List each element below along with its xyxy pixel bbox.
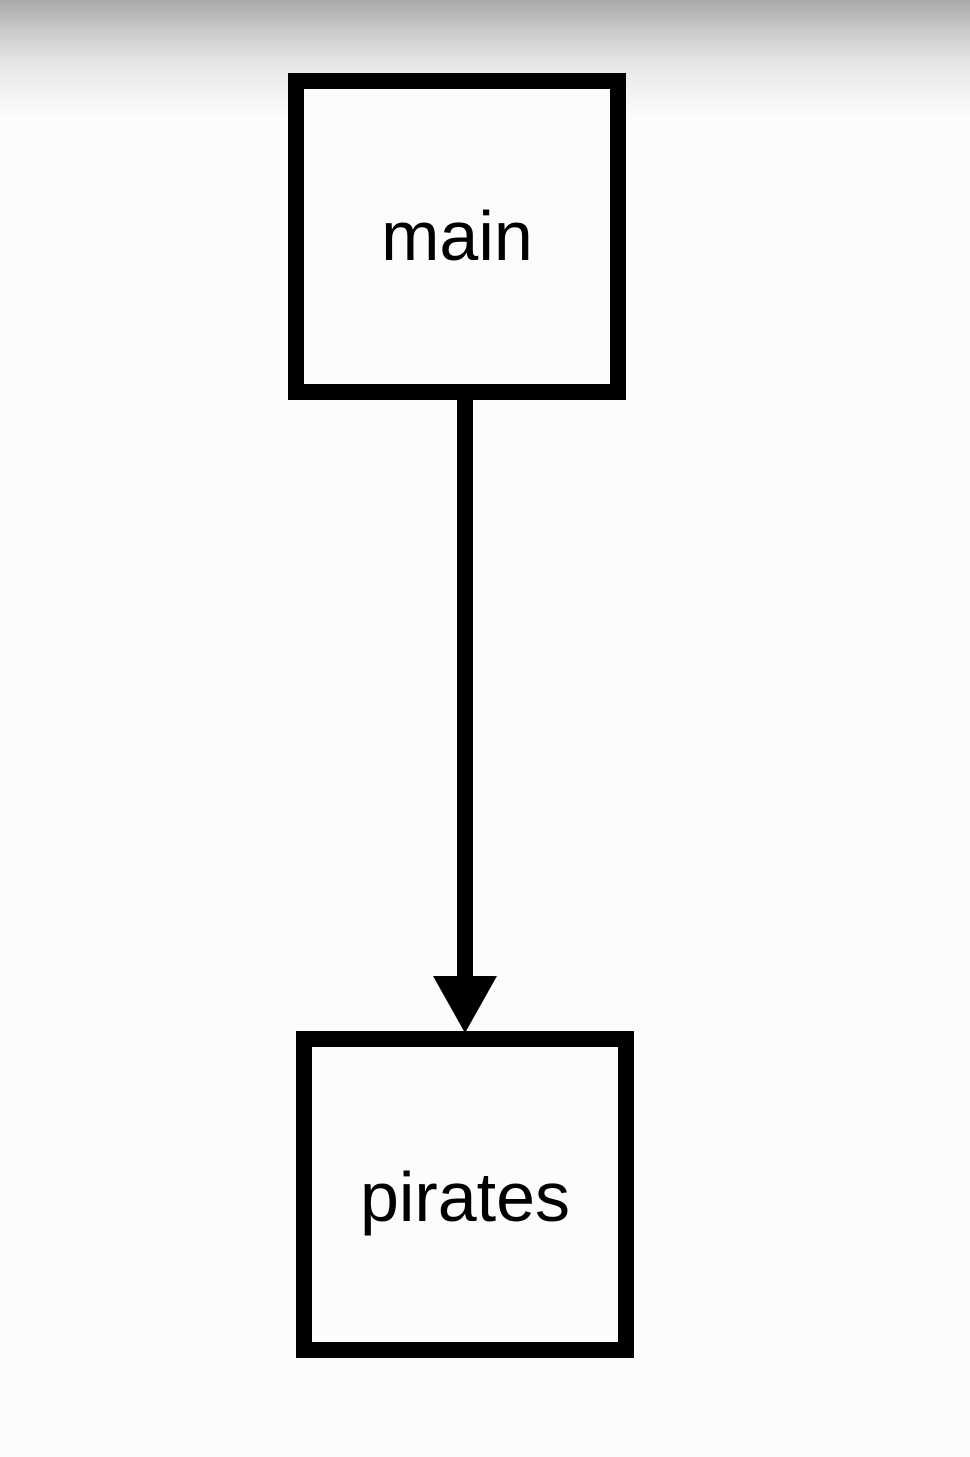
node-main-label: main	[381, 196, 533, 275]
node-main: main	[288, 73, 626, 400]
node-pirates: pirates	[296, 1031, 634, 1358]
arrowhead-icon	[433, 976, 497, 1033]
node-pirates-label: pirates	[359, 1157, 571, 1236]
